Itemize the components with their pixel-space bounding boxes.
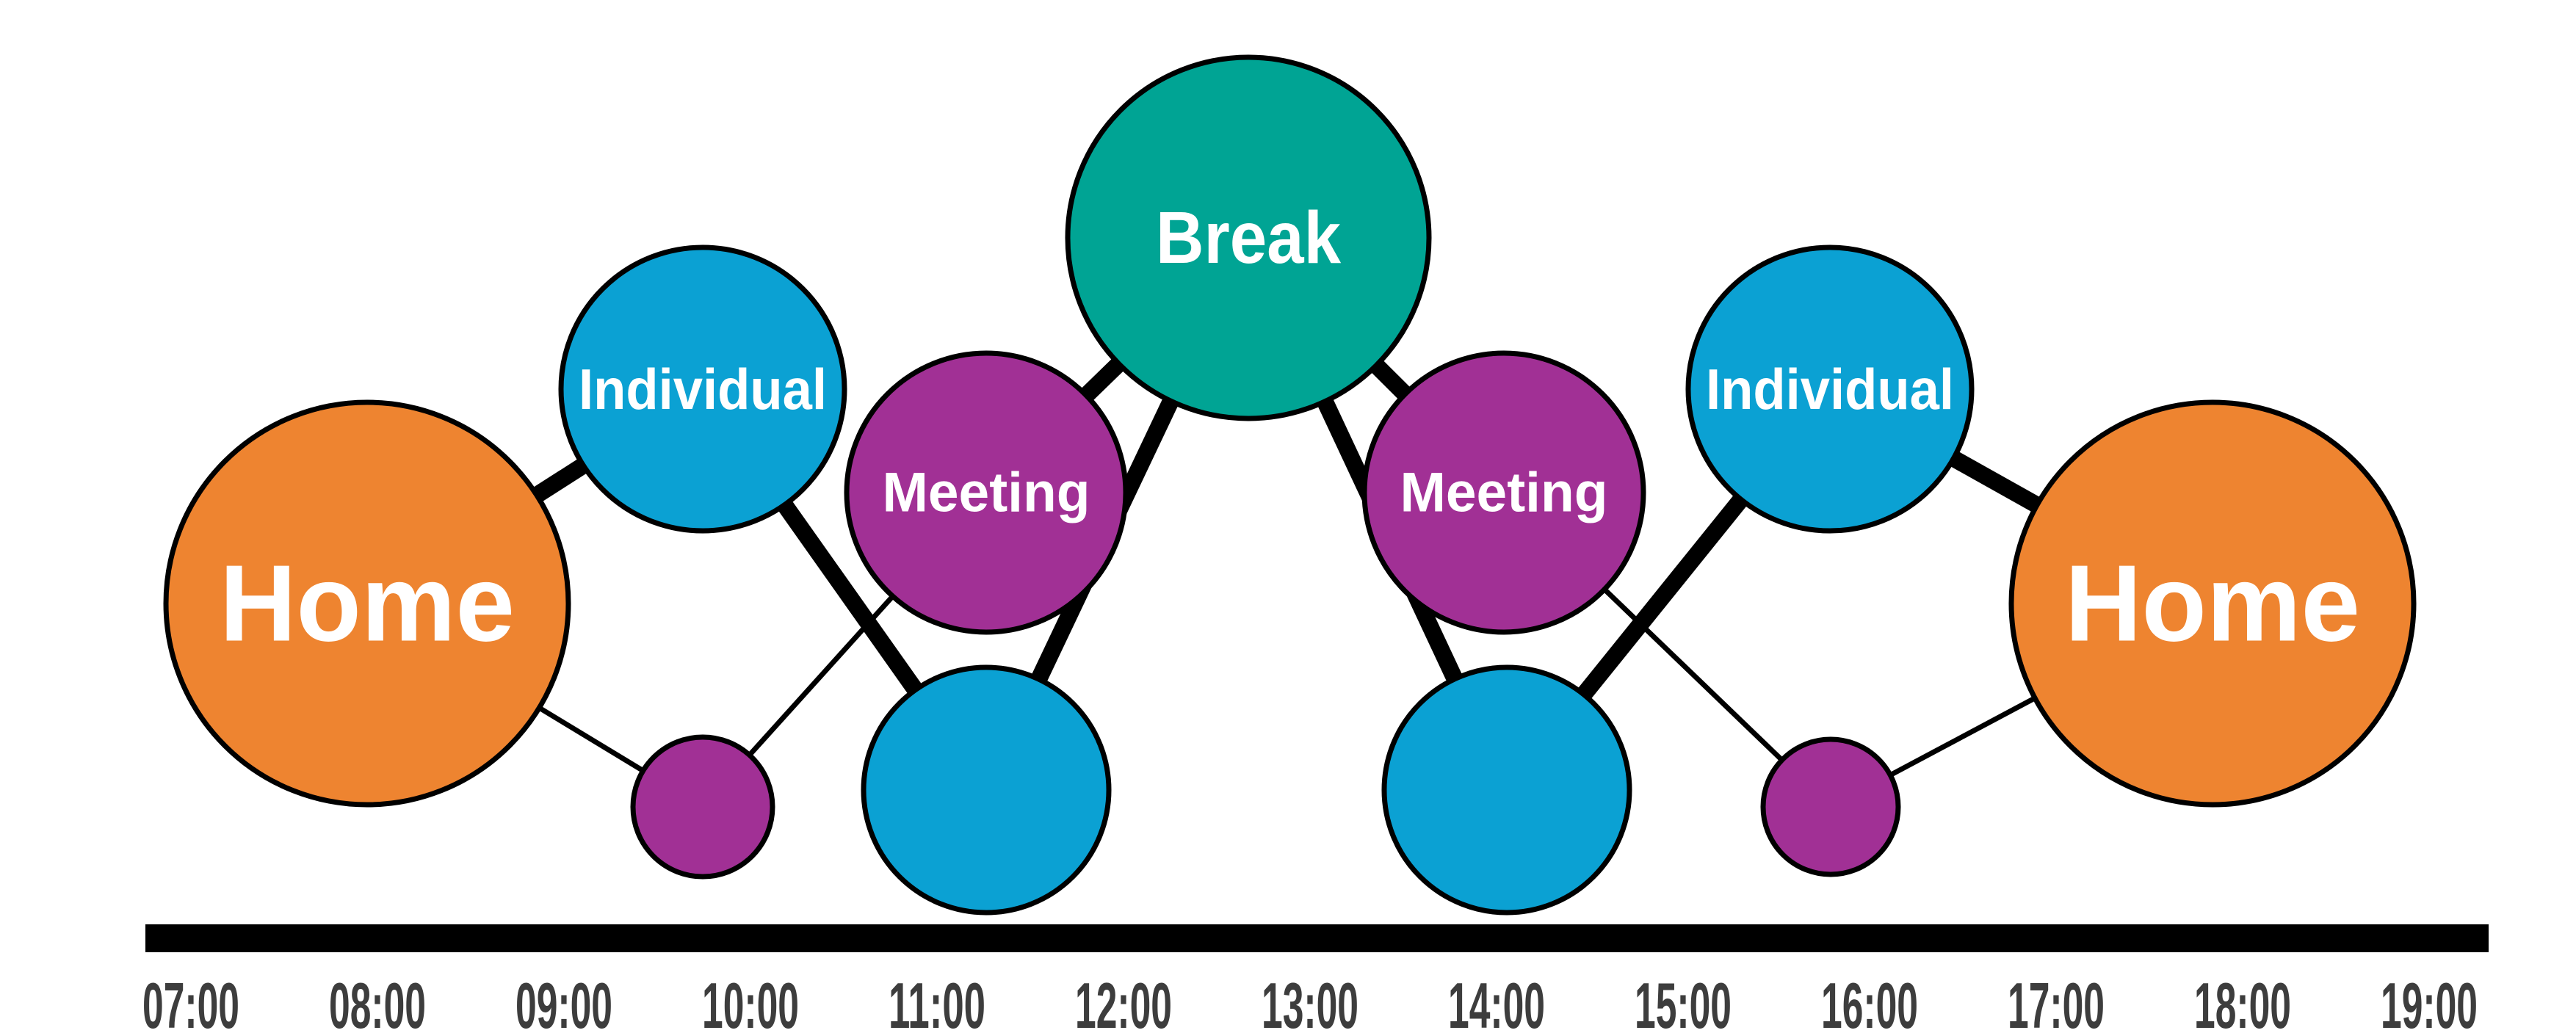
timeline-axis: 07:00 08:00 09:00 10:00 11:00 12:00 13:00 14:00… bbox=[142, 924, 2489, 1033]
node-activity-morning-circle bbox=[861, 664, 1112, 916]
node-break-midday-circle bbox=[1065, 54, 1432, 421]
node-home-morning-circle bbox=[163, 399, 571, 808]
timeline-label-13-00: 13:00 bbox=[1262, 969, 1358, 1033]
node-activity-afternoon bbox=[1381, 664, 1632, 916]
node-individual-afternoon: Individual bbox=[1685, 244, 1975, 534]
node-small-stop-morning-circle bbox=[630, 734, 775, 880]
node-small-stop-afternoon-circle bbox=[1760, 736, 1901, 877]
node-meeting-morning-circle bbox=[844, 350, 1129, 635]
node-home-evening: Home bbox=[2008, 399, 2417, 808]
timeline-label-07-00: 07:00 bbox=[142, 969, 239, 1033]
node-home-morning: Home bbox=[163, 399, 571, 808]
timeline-label-14-00: 14:00 bbox=[1448, 969, 1545, 1033]
node-home-evening-label: Home bbox=[2065, 543, 2360, 664]
node-small-stop-morning bbox=[630, 734, 775, 880]
node-individual-morning-circle bbox=[558, 244, 847, 534]
node-activity-morning bbox=[861, 664, 1112, 916]
node-meeting-afternoon: Meeting bbox=[1361, 350, 1646, 635]
node-home-morning-label: Home bbox=[220, 543, 515, 664]
timeline-label-10-00: 10:00 bbox=[702, 969, 799, 1033]
timeline-label-16-00: 16:00 bbox=[1821, 969, 1918, 1033]
node-break-midday-label: Break bbox=[1156, 197, 1341, 279]
timeline-label-18-00: 18:00 bbox=[2194, 969, 2291, 1033]
node-break-midday: Break bbox=[1065, 54, 1432, 421]
node-individual-afternoon-circle bbox=[1685, 244, 1975, 534]
timeline-label-11-00: 11:00 bbox=[889, 969, 985, 1033]
node-meeting-morning: Meeting bbox=[844, 350, 1129, 635]
node-meeting-afternoon-circle bbox=[1361, 350, 1646, 635]
timeline-label-15-00: 15:00 bbox=[1635, 969, 1732, 1033]
node-individual-morning-label: Individual bbox=[579, 357, 827, 421]
timeline-label-12-00: 12:00 bbox=[1075, 969, 1172, 1033]
node-home-evening-circle bbox=[2008, 399, 2417, 808]
node-individual-afternoon-label: Individual bbox=[1706, 357, 1954, 421]
timeline-label-08-00: 08:00 bbox=[329, 969, 426, 1033]
node-meeting-afternoon-label: Meeting bbox=[1400, 462, 1608, 524]
node-activity-afternoon-circle bbox=[1381, 664, 1632, 916]
timeline-bar bbox=[145, 924, 2489, 952]
timeline-label-17-00: 17:00 bbox=[2008, 969, 2105, 1033]
node-small-stop-afternoon bbox=[1760, 736, 1901, 877]
node-meeting-morning-label: Meeting bbox=[883, 462, 1090, 524]
timeline-label-19-00: 19:00 bbox=[2381, 969, 2478, 1033]
timeline-label-09-00: 09:00 bbox=[515, 969, 612, 1033]
node-individual-morning: Individual bbox=[558, 244, 847, 534]
